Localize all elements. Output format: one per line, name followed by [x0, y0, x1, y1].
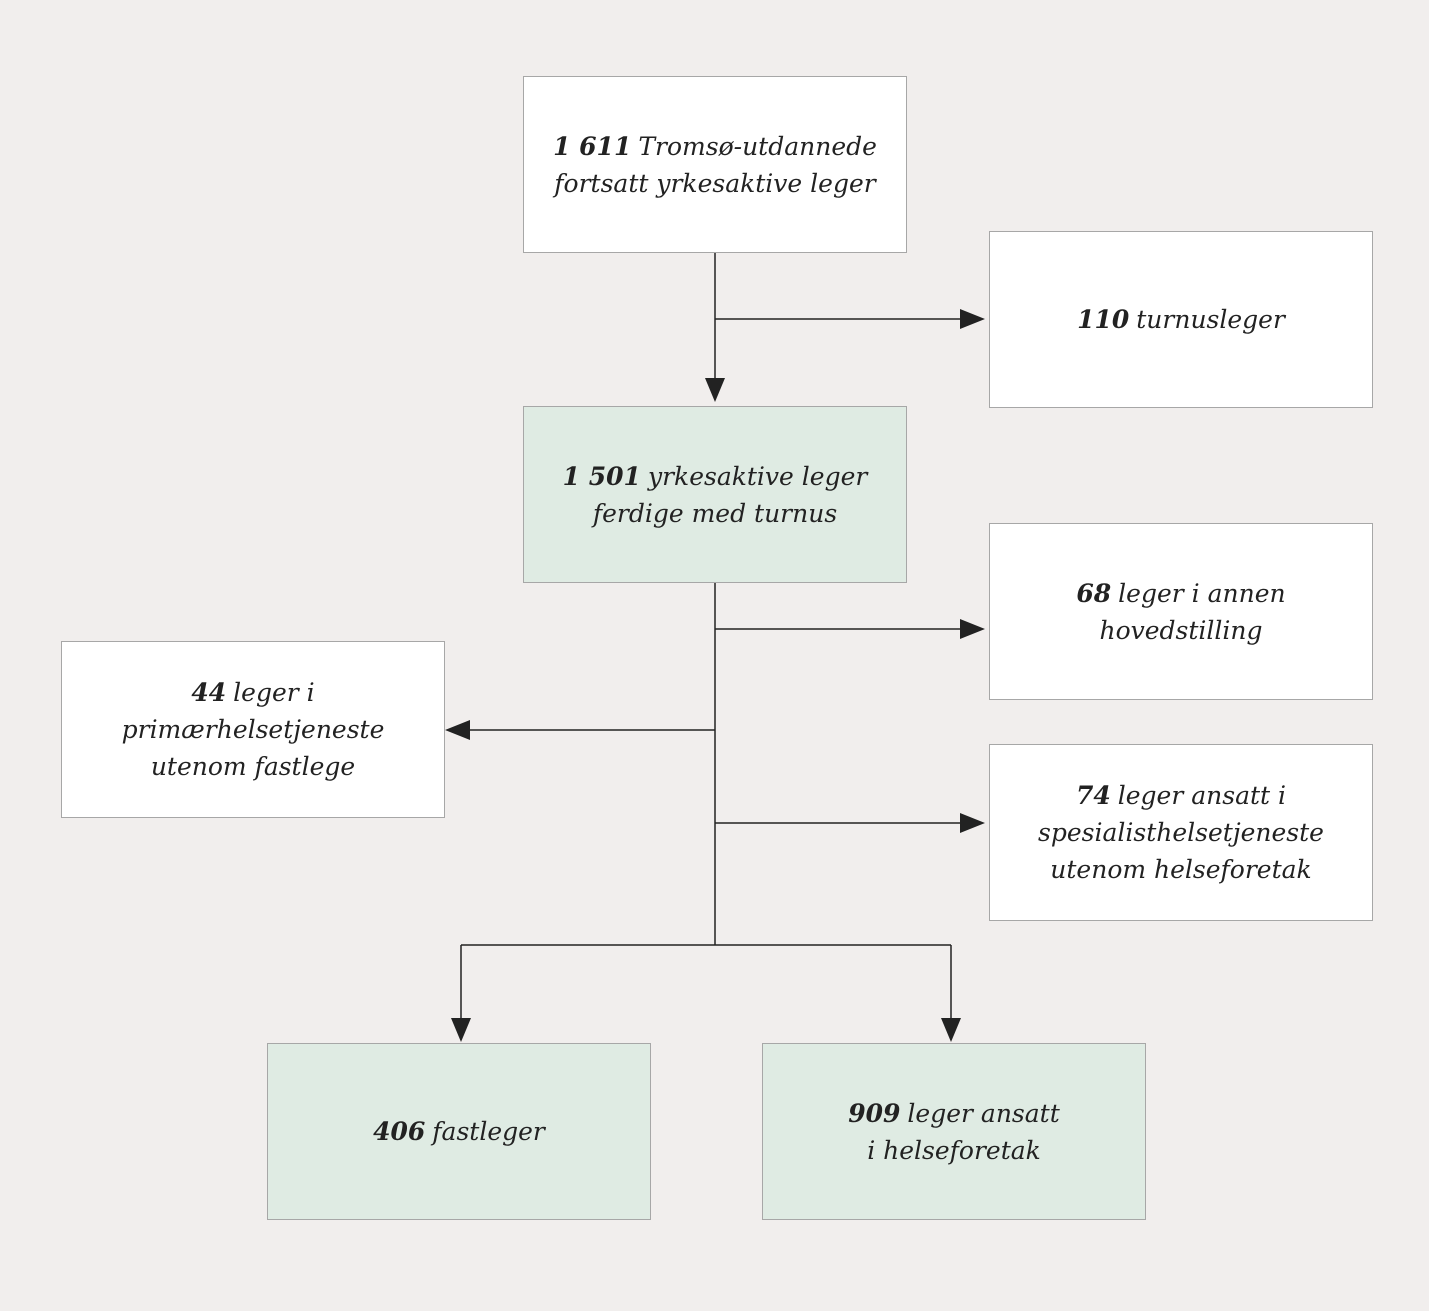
node-line: ferdige med turnus	[592, 498, 838, 528]
arrowhead-down-finished	[705, 378, 725, 402]
node-line: i helseforetak	[867, 1135, 1041, 1165]
node-count: 74	[1075, 781, 1111, 810]
arrowhead-down-gp	[451, 1018, 471, 1042]
node-line: hovedstilling	[1099, 615, 1263, 645]
node-line: utenom helseforetak	[1050, 855, 1312, 884]
node-label: leger ansatt i	[1117, 781, 1287, 810]
node-count: 110	[1077, 305, 1130, 334]
arrowhead-right-turnus	[960, 309, 985, 329]
node-count: 1 501	[562, 461, 641, 491]
arrowhead-right-other-main	[960, 619, 985, 639]
node-label: leger ansatt	[907, 1098, 1060, 1128]
arrowhead-down-hospital	[941, 1018, 961, 1042]
arrowhead-left-primary-care	[445, 720, 470, 740]
node-line: utenom fastlege	[150, 752, 356, 781]
node-label: fastleger	[432, 1117, 545, 1146]
node-label: turnusleger	[1136, 305, 1285, 334]
node-line: primærhelsetjeneste	[121, 715, 385, 744]
node-label: yrkesaktive leger	[647, 461, 868, 491]
node-label: leger i	[233, 678, 315, 707]
node-line: spesialisthelsetjeneste	[1038, 818, 1324, 847]
node-line: fortsatt yrkesaktive leger	[554, 168, 876, 198]
node-count: 68	[1076, 578, 1112, 608]
node-count: 909	[848, 1098, 901, 1128]
node-count: 1 611	[553, 131, 632, 161]
node-label: Tromsø-utdannede	[638, 131, 877, 161]
node-count: 44	[191, 678, 227, 707]
node-label: leger i annen	[1118, 578, 1286, 608]
arrowhead-right-specialist	[960, 813, 985, 833]
node-count: 406	[373, 1117, 426, 1146]
